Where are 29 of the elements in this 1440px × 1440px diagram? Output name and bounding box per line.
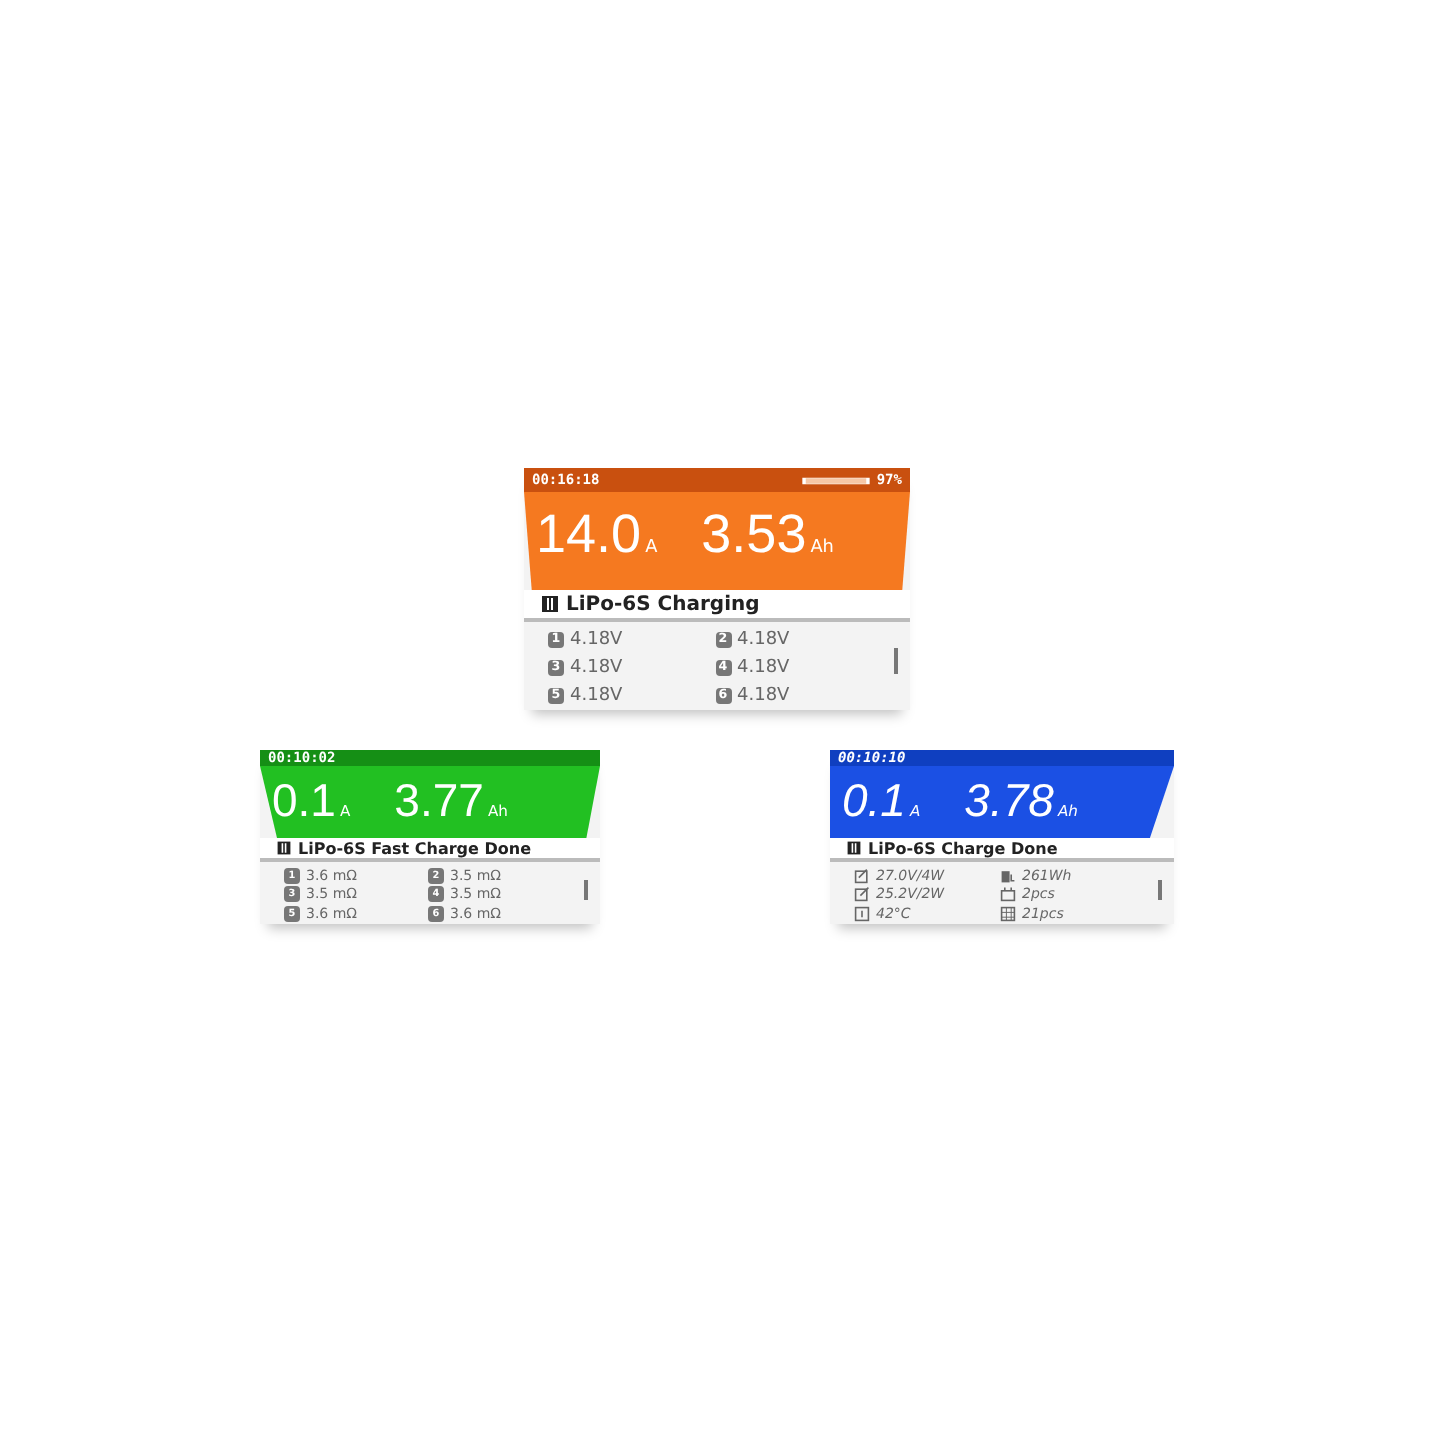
readout-panel bbox=[830, 766, 1174, 838]
readout-value: 0.1 bbox=[842, 774, 906, 829]
unit-label: A bbox=[645, 537, 658, 558]
status-bar bbox=[524, 468, 910, 492]
unit-label: Ah bbox=[810, 537, 834, 558]
cell-value: 4.18V bbox=[570, 630, 623, 650]
charger-screen bbox=[524, 468, 910, 710]
cell-value: 4.18V bbox=[737, 658, 790, 678]
cell-value: 4.18V bbox=[737, 630, 790, 650]
cell-value: 4.18V bbox=[570, 658, 623, 678]
status-title: LiPo-6S Charging bbox=[566, 593, 760, 615]
cell-value: 4.18V bbox=[570, 686, 623, 706]
readout-value: 0.1 bbox=[272, 774, 336, 829]
cell-value: 4.18V bbox=[737, 686, 790, 706]
info-panel bbox=[260, 862, 600, 924]
readout-value: 3.78 bbox=[964, 774, 1054, 829]
readout-panel bbox=[260, 766, 600, 838]
status-title: LiPo-6S Charge Done bbox=[868, 839, 1058, 857]
readout-value: 14.0 bbox=[536, 503, 642, 566]
readout-value: 3.77 bbox=[394, 774, 484, 829]
charger-screen bbox=[260, 750, 600, 924]
info-panel bbox=[830, 862, 1174, 924]
info-panel bbox=[524, 622, 910, 710]
readout-panel bbox=[524, 492, 910, 590]
status-bar bbox=[830, 750, 1174, 766]
status-title: LiPo-6S Fast Charge Done bbox=[298, 839, 532, 857]
status-bar bbox=[260, 750, 600, 766]
charger-screen bbox=[830, 750, 1174, 924]
readout-value: 3.53 bbox=[701, 503, 807, 566]
